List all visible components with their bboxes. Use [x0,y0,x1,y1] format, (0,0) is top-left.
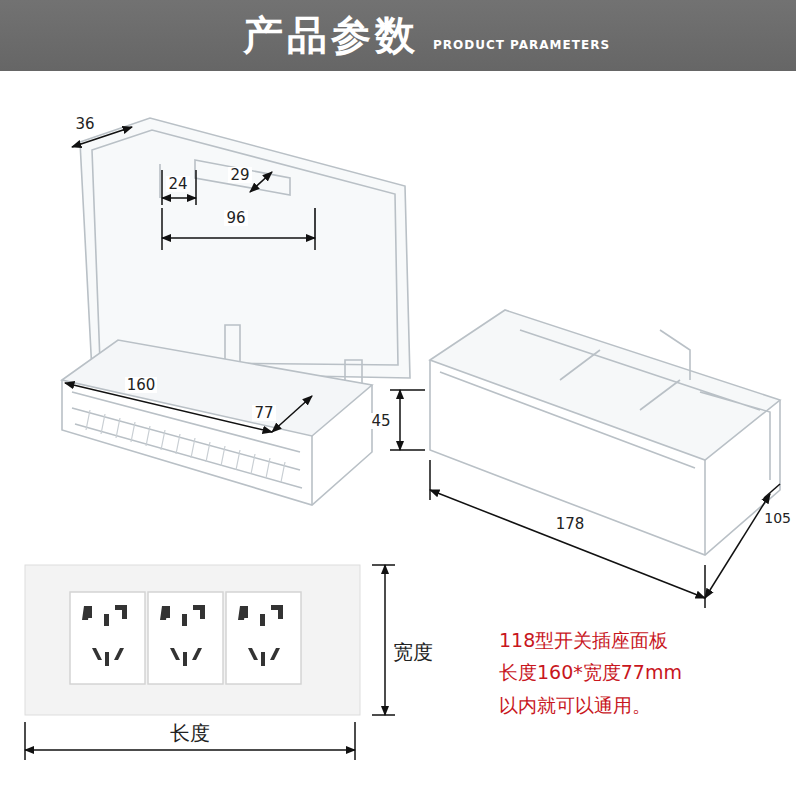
dimension-lines [372,714,395,716]
note-text: 118型开关插座面板 [497,630,670,651]
dimension-lines [372,564,395,566]
closed-box [440,330,770,480]
outlet-module [260,614,265,626]
socket-panel [25,565,360,715]
dimension-lines [161,208,163,250]
dimension-value: 160 [125,377,158,394]
header-band: 产品参数 PRODUCT PARAMETERS [0,0,796,71]
open-box [80,118,410,378]
dimension-lines [314,208,316,250]
dimension-value: 29 [228,167,251,184]
dimension-lines [272,396,312,432]
closed-box [430,310,780,460]
open-box [62,380,372,505]
dimension-value: 45 [369,413,392,430]
dimension-lines [195,170,197,205]
dimension-lines [705,494,770,598]
open-box [62,340,372,436]
note-text: 以内就可以通用。 [497,695,653,716]
dimension-value: 77 [252,405,275,422]
outlet-module [238,606,248,620]
dimension-lines [704,565,706,608]
outlet-module [170,648,202,666]
dimension-lines [25,127,780,760]
outlet-module [82,606,92,620]
outlet-module [104,614,109,626]
outlet-module [248,648,280,666]
dimension-value: 24 [166,176,189,193]
dimension-lines [354,722,356,760]
dimension-lines [25,749,355,751]
closed-box [560,330,690,410]
open-box [160,160,315,240]
outlet-module [226,592,301,684]
closed-box [704,460,706,555]
subtitle-text: PRODUCT PARAMETERS [433,38,610,52]
dimension-lines [65,383,272,432]
outlet-module [92,648,124,666]
note-text: 长度160*宽度77mm [497,662,684,683]
dimension-lines [24,722,26,760]
open-box [92,130,398,365]
dimension-lines [250,172,272,192]
outlet-module [70,592,145,684]
outlet-module [226,592,301,684]
dimension-lines [384,565,386,715]
dimension-lines [390,449,425,451]
dimension-lines [429,460,431,500]
closed-box [430,360,780,555]
closed-box [430,310,780,555]
dimension-lines [162,237,315,239]
outlet-module [193,605,205,619]
outlet-module [182,614,187,626]
outlet-module [271,605,283,619]
outlet-module [115,605,127,619]
open-box [62,118,410,505]
dimension-lines [399,390,401,450]
dimension-value: 36 [73,116,96,133]
dimension-value: 105 [762,511,793,526]
outlet-modules [70,592,301,684]
dimension-lines [162,197,196,199]
socket-panel [25,565,360,715]
dimension-lines [390,389,425,391]
dimension-lines [161,170,163,205]
dimension-name: 宽度 [391,641,435,663]
outlet-module [148,592,223,684]
dimension-value: 96 [224,210,247,227]
outlet-module [160,606,170,620]
open-box [311,436,313,505]
title-text: 产品参数 [243,8,419,63]
outlet-module [148,592,223,684]
open-box [72,392,302,488]
dimension-lines [764,484,780,498]
outlet-module [70,592,145,684]
dimension-lines [430,490,705,598]
dimension-name: 长度 [168,722,212,744]
dimension-value: 178 [554,516,587,533]
